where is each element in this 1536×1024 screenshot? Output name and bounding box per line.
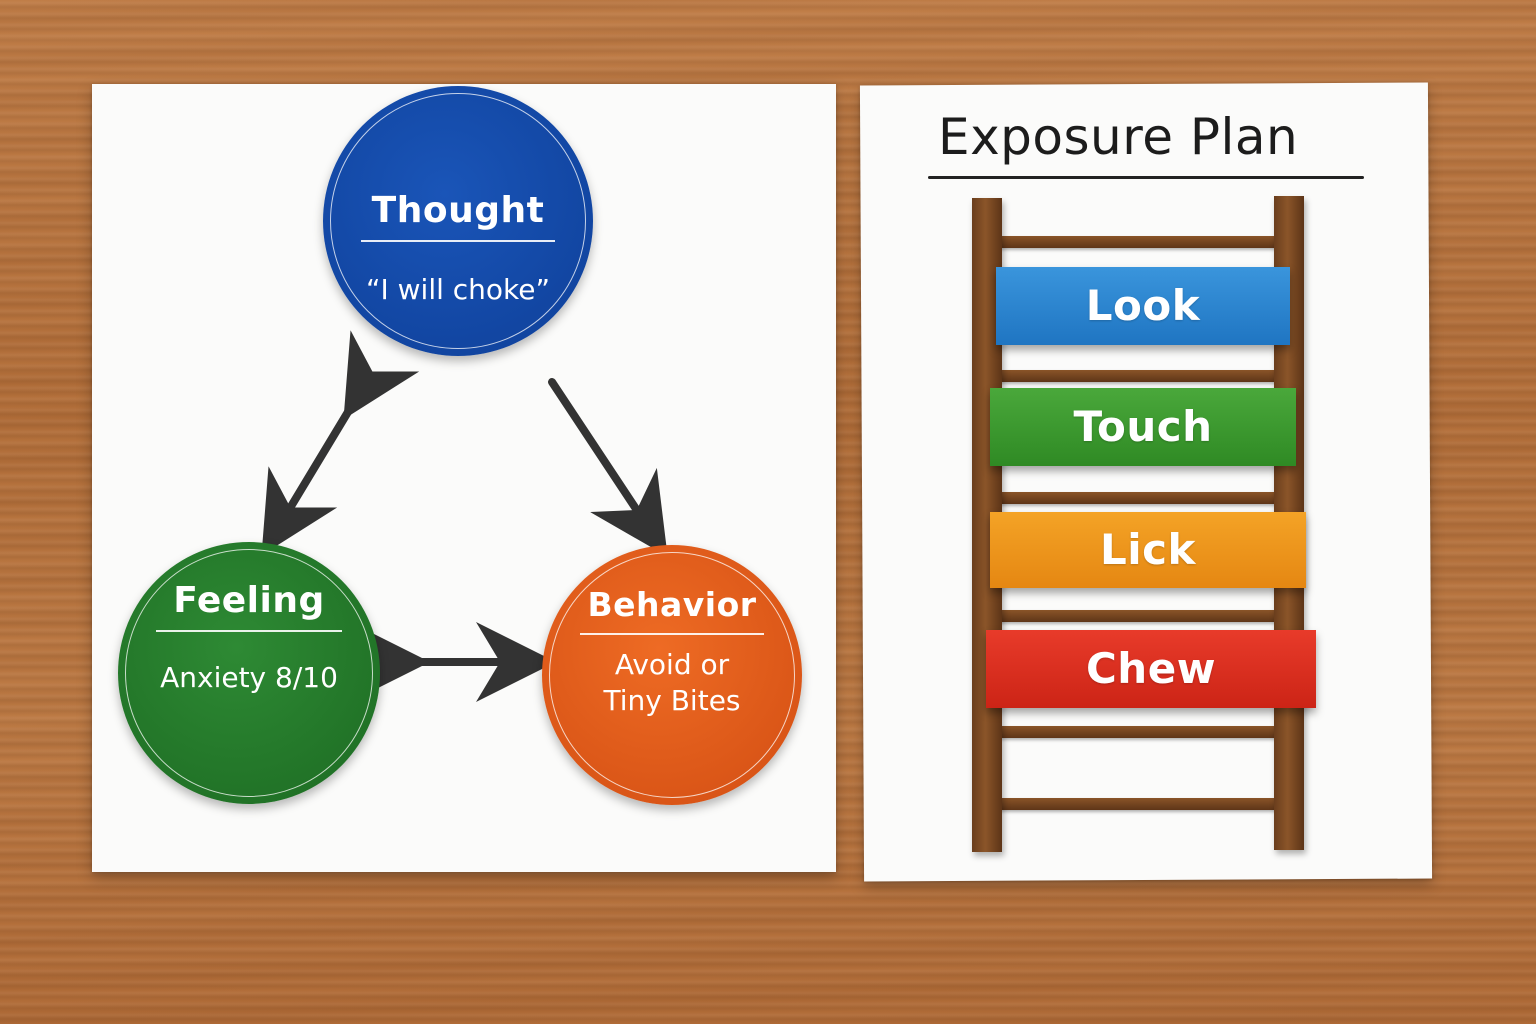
thought-text: “I will choke” xyxy=(365,273,551,306)
ladder-rung xyxy=(1000,370,1276,382)
behavior-circle: Behavior Avoid or Tiny Bites xyxy=(542,545,802,805)
behavior-divider xyxy=(580,633,764,635)
ladder-rung xyxy=(1000,726,1276,738)
step-chew: Chew xyxy=(986,630,1316,708)
feeling-title: Feeling xyxy=(173,580,325,621)
exposure-plan-title: Exposure Plan xyxy=(938,108,1299,166)
behavior-text-line2: Tiny Bites xyxy=(603,684,741,717)
thought-divider xyxy=(361,240,555,242)
feeling-text: Anxiety 8/10 xyxy=(160,661,338,694)
step-touch: Touch xyxy=(990,388,1296,466)
behavior-title: Behavior xyxy=(587,585,757,624)
title-underline xyxy=(928,176,1364,179)
step-lick: Lick xyxy=(990,512,1306,588)
behavior-text-line1: Avoid or xyxy=(614,648,730,681)
thought-circle: Thought “I will choke” xyxy=(323,86,593,356)
ladder-rung xyxy=(1000,236,1276,248)
step-look: Look xyxy=(996,267,1290,345)
ladder-rung xyxy=(1000,610,1276,622)
ladder-rung xyxy=(1000,492,1276,504)
thought-title: Thought xyxy=(371,190,545,231)
right-paper-sheet xyxy=(859,82,1433,882)
feeling-circle: Feeling Anxiety 8/10 xyxy=(118,542,380,804)
feeling-divider xyxy=(156,630,342,632)
ladder-rung xyxy=(1000,798,1276,810)
